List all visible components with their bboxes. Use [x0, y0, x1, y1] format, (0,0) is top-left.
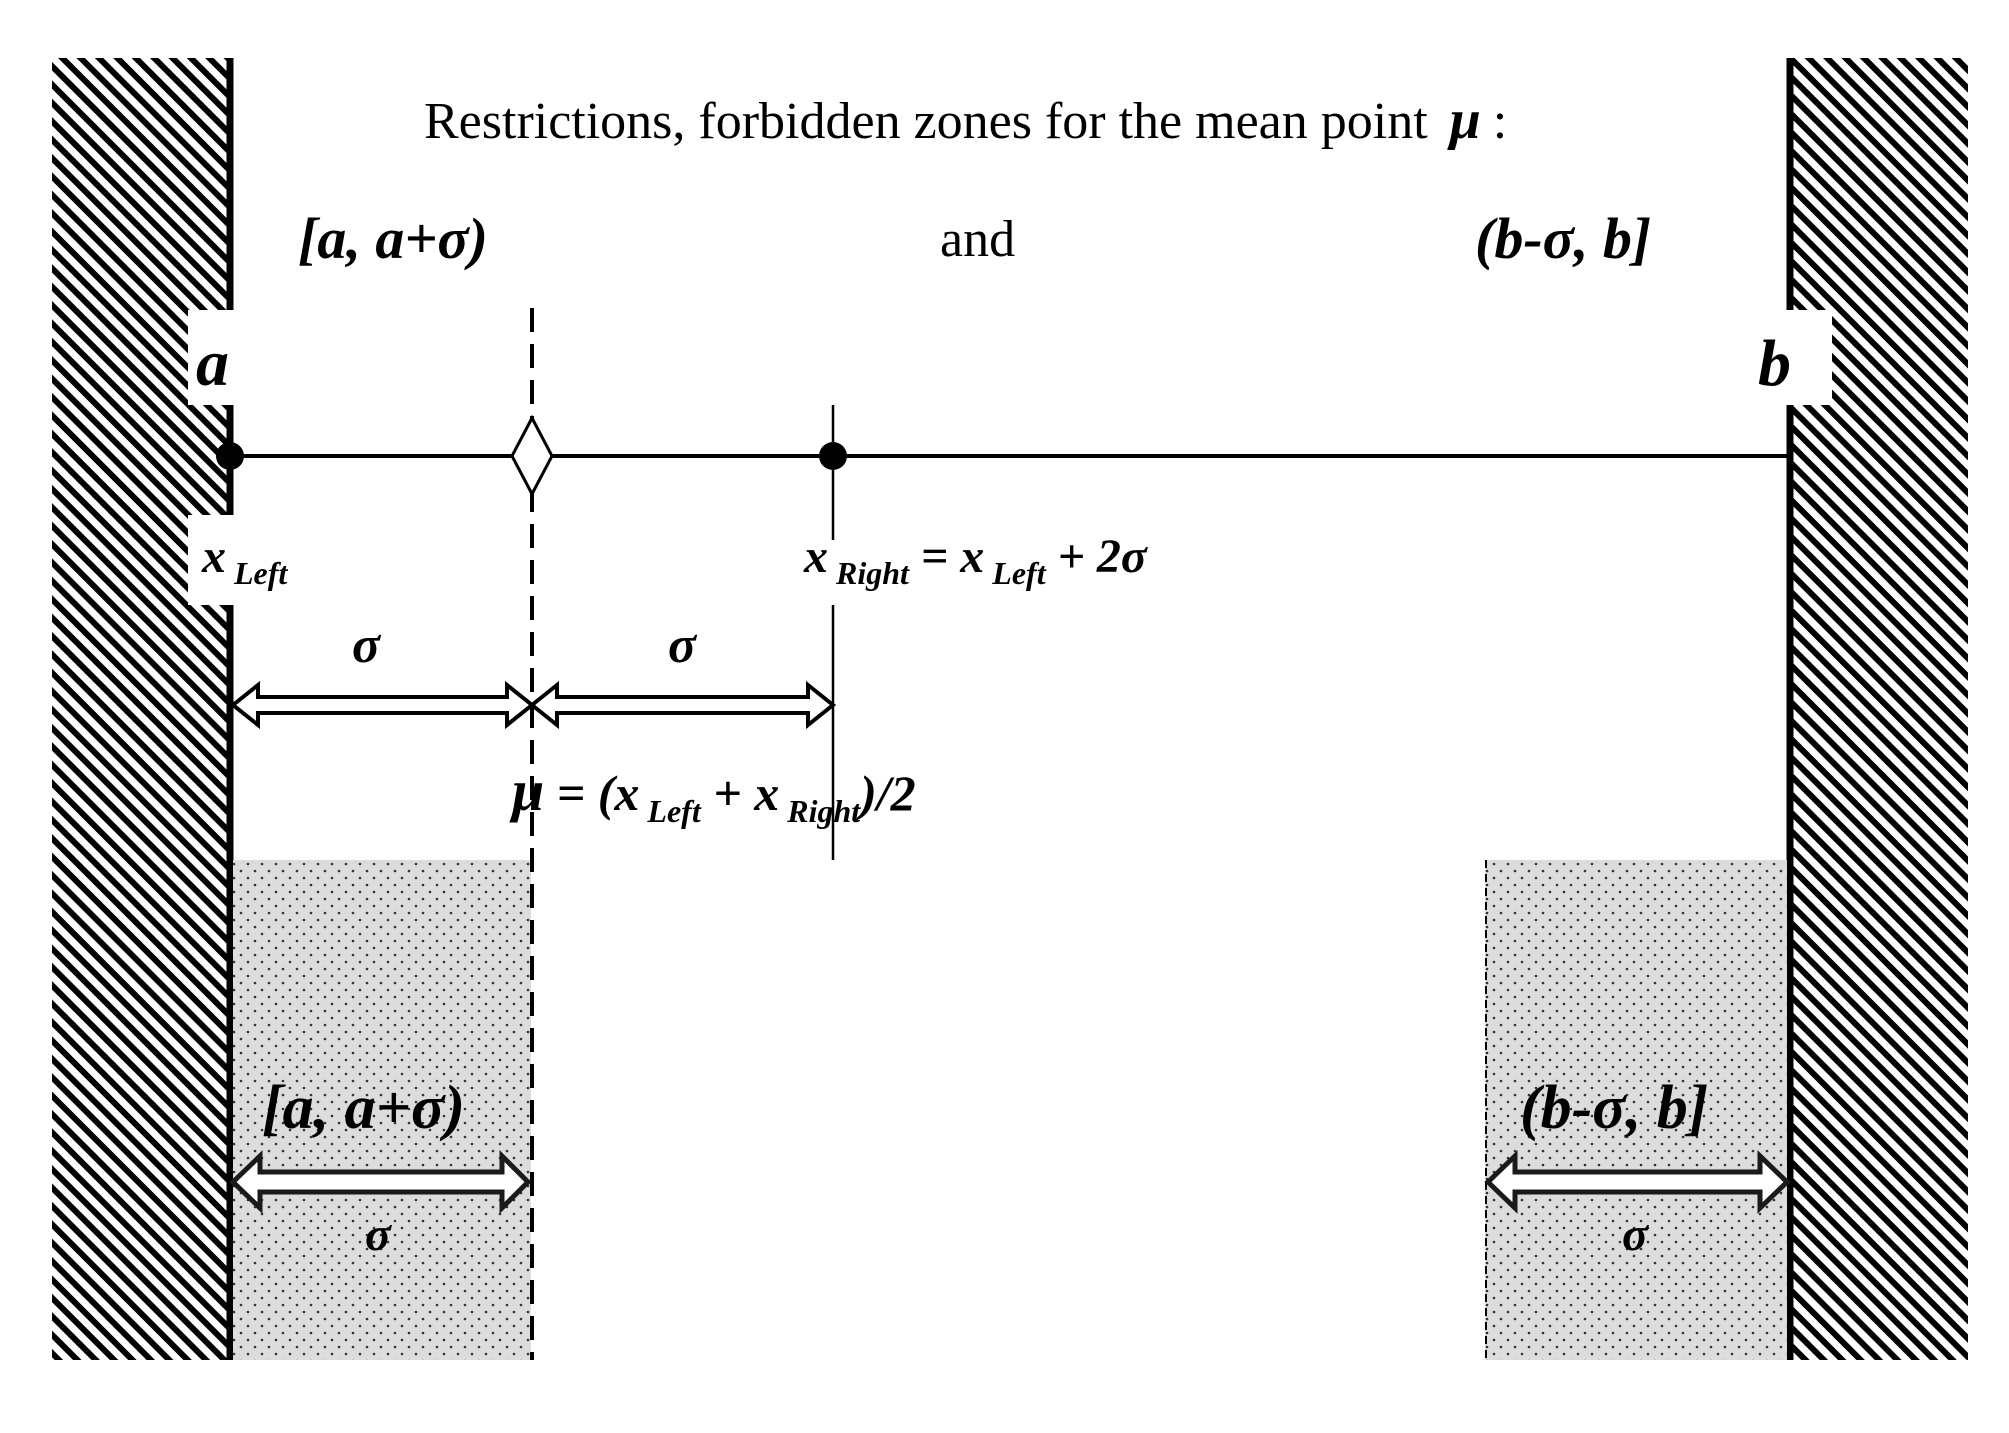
left-zone-label: [a, a+σ): [262, 1074, 465, 1142]
x-left-label-box: [188, 515, 323, 605]
sigma-label-right: σ: [668, 617, 698, 674]
right-zone-sigma: σ: [1622, 1208, 1649, 1261]
sigma-arrow-right: [528, 680, 837, 730]
right-wall: [1790, 58, 1968, 1360]
b-label-box: [1752, 310, 1832, 405]
right-interval-heading: (b-σ, b]: [1475, 206, 1651, 271]
left-forbidden-zone: [233, 860, 531, 1360]
title-text: Restrictions, forbidden zones for the me…: [424, 89, 1507, 151]
sigma-arrow-left: [229, 680, 536, 730]
left-zone-sigma: σ: [365, 1208, 392, 1261]
right-zone-label: (b-σ, b]: [1520, 1074, 1708, 1142]
right-forbidden-zone: [1485, 860, 1787, 1360]
mu-diamond-marker: [510, 414, 554, 498]
left-interval-heading: [a, a+σ): [298, 206, 488, 271]
bound-b-label: b: [1758, 327, 1791, 400]
right-zone-arrow: [1484, 1150, 1791, 1214]
left-zone-arrow: [229, 1149, 532, 1215]
x-left-point: [216, 442, 244, 470]
sigma-label-left: σ: [352, 617, 382, 674]
left-wall: [52, 58, 230, 1360]
x-right-point: [819, 442, 847, 470]
and-text: and: [940, 211, 1015, 268]
bound-a-label: a: [196, 327, 229, 400]
a-label-box: [188, 310, 243, 405]
